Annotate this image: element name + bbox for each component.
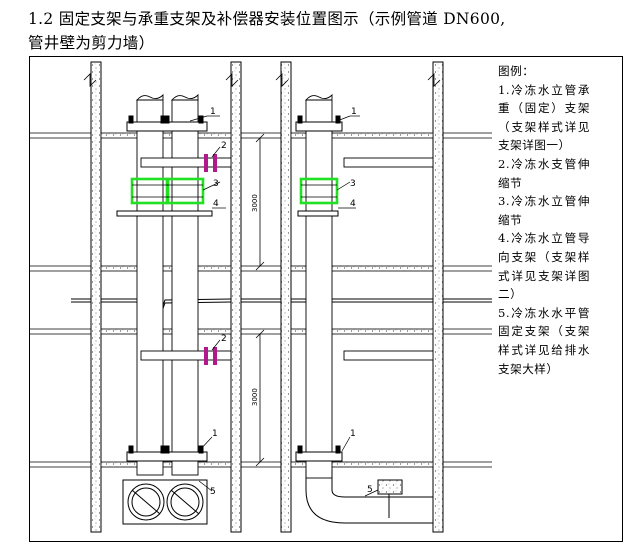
legend-item-5: 5.冷冻水水平管固定支架（支架样式详见给排水支架大样） — [498, 305, 590, 376]
legend-item-2: 2.冷冻水支管伸缩节 — [498, 156, 590, 190]
dimension-label-upper: 3000 — [251, 194, 259, 212]
legend: 图例： 1.冷冻水立管承重（固定）支架（支架样式详见支架详图一） 2.冷冻水支管… — [498, 62, 590, 378]
callout-5-left: 5 — [210, 487, 216, 497]
riser-expansion-joints — [130, 177, 339, 205]
callout-2-bottom: 2 — [221, 334, 227, 344]
wall-mid — [230, 61, 242, 533]
pipe-sections — [122, 479, 208, 525]
riser-1 — [136, 99, 164, 476]
callout-1-bottom-right: 1 — [350, 429, 356, 439]
wall-left — [90, 61, 102, 533]
callout-3-left: 3 — [213, 179, 219, 189]
elbow-pipe — [305, 470, 433, 524]
callout-2-top: 2 — [221, 141, 227, 151]
legend-item-4: 4.冷冻水立管导向支架（支架样式详见支架详图二） — [498, 231, 590, 302]
legend-title: 图例： — [498, 64, 535, 78]
dimension-label-lower: 3000 — [251, 388, 259, 406]
slab-extension-lines — [29, 132, 492, 468]
callout-1-top-left: 1 — [210, 107, 216, 117]
branch-expansion-joints — [204, 154, 217, 365]
guide-supports — [116, 210, 339, 217]
branch-pipes — [140, 157, 434, 361]
floor-slabs — [100, 132, 434, 468]
dimension-lines — [255, 133, 265, 467]
callout-4-left: 4 — [213, 199, 219, 209]
callout-1-bottom-left: 1 — [212, 429, 218, 439]
callout-5-right: 5 — [367, 485, 373, 495]
shear-walls — [90, 61, 444, 533]
support-1-fixed — [126, 115, 343, 462]
wall-right-panel-right — [432, 61, 444, 533]
legend-item-1: 1.冷冻水立管承重（固定）支架（支架样式详见支架详图一） — [498, 82, 590, 153]
heading-line-2: 管井壁为剪力墙） — [28, 34, 155, 52]
wall-break-marks — [83, 73, 441, 87]
legend-item-3: 3.冷冻水立管伸缩节 — [498, 194, 590, 227]
riser-3 — [305, 99, 333, 479]
drawing-frame — [29, 56, 623, 542]
heading-line-1: 1.2 固定支架与承重支架及补偿器安装位置图示（示例管道 DN600, — [28, 10, 506, 28]
callouts: 1 2 3 4 1 3 4 2 1 1 5 5 — [210, 107, 373, 497]
callout-3-right: 3 — [350, 179, 356, 189]
leader-lines — [189, 115, 379, 497]
wall-right-panel-left — [280, 61, 292, 533]
callout-4-right: 4 — [350, 199, 356, 209]
callout-1-top-right: 1 — [351, 107, 357, 117]
riser-2 — [171, 99, 199, 476]
